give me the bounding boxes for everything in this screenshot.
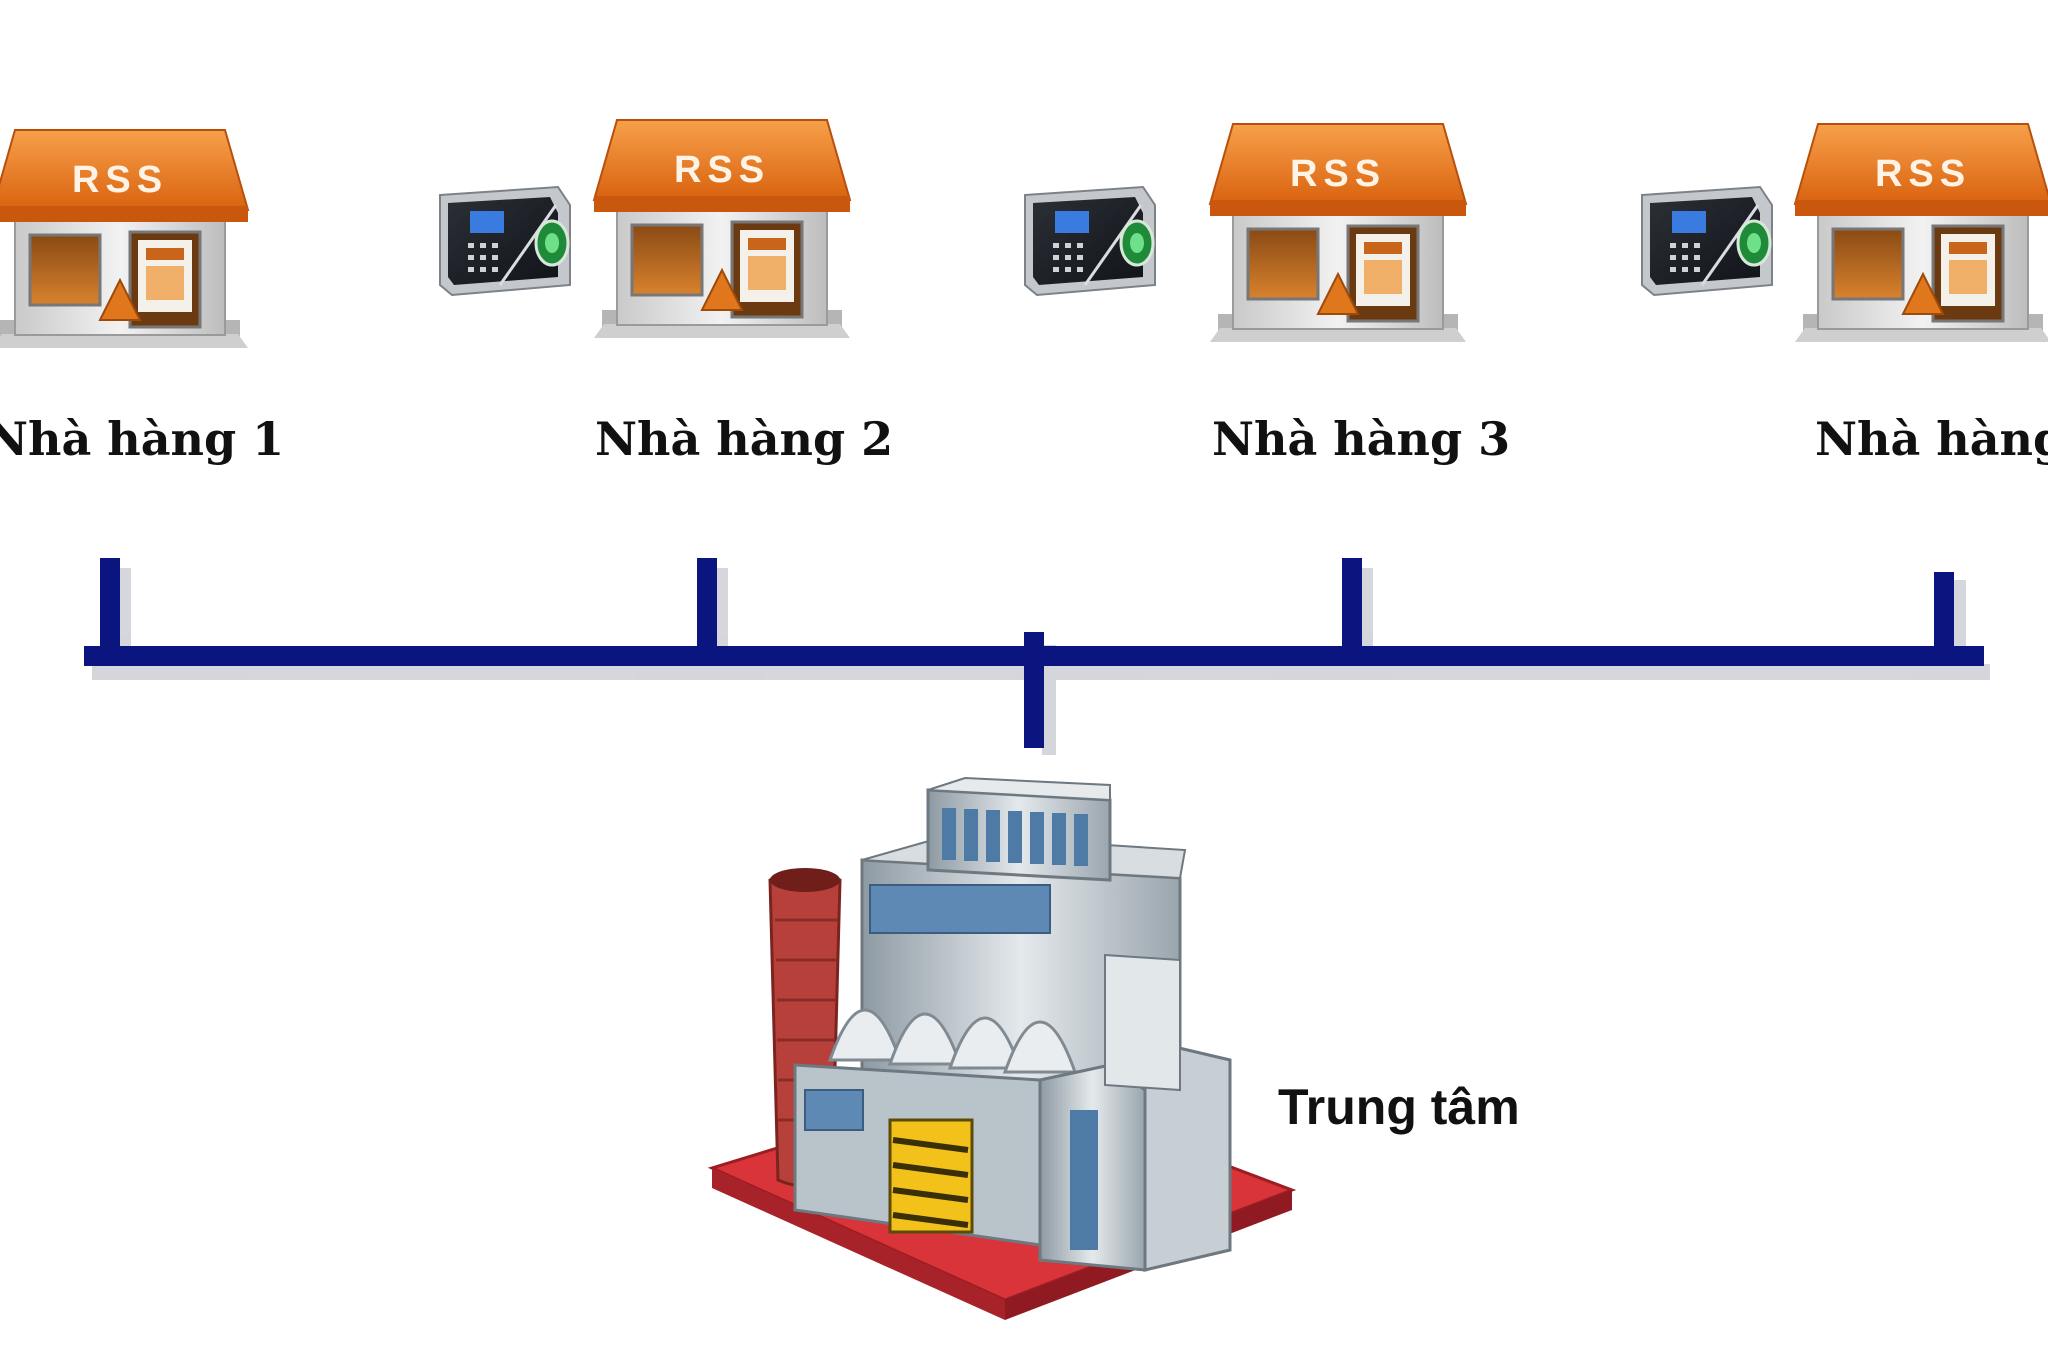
store-1: RSS <box>0 128 250 350</box>
bus-drop-center <box>1024 632 1044 748</box>
fingerprint-terminal-icon <box>1023 185 1157 297</box>
fingerprint-terminal-icon <box>438 185 572 297</box>
store-sign: RSS <box>1290 153 1386 195</box>
store-label-3: Nhà hàng 3 <box>1212 412 1510 466</box>
bus-drop-2 <box>697 558 717 658</box>
store-sign: RSS <box>674 149 770 191</box>
store-4: RSS <box>1793 122 2048 344</box>
fingerprint-terminal-icon <box>1640 185 1774 297</box>
center-label: Trung tâm <box>1278 1079 1520 1135</box>
factory-icon <box>707 776 1297 1320</box>
store-label-4: Nhà hàng 4 <box>1815 412 2048 466</box>
bus-drop-3 <box>1342 558 1362 658</box>
store-label-1: Nhà hàng 1 <box>0 412 284 466</box>
store-label-2: Nhà hàng 2 <box>595 412 893 466</box>
store-sign: RSS <box>72 159 168 201</box>
network-bus <box>84 558 1990 755</box>
store-sign: RSS <box>1875 153 1971 195</box>
store-3: RSS <box>1208 122 1468 344</box>
store-2: RSS <box>592 118 852 340</box>
bus-drop-1 <box>100 558 120 658</box>
bus-drop-4 <box>1934 572 1954 658</box>
